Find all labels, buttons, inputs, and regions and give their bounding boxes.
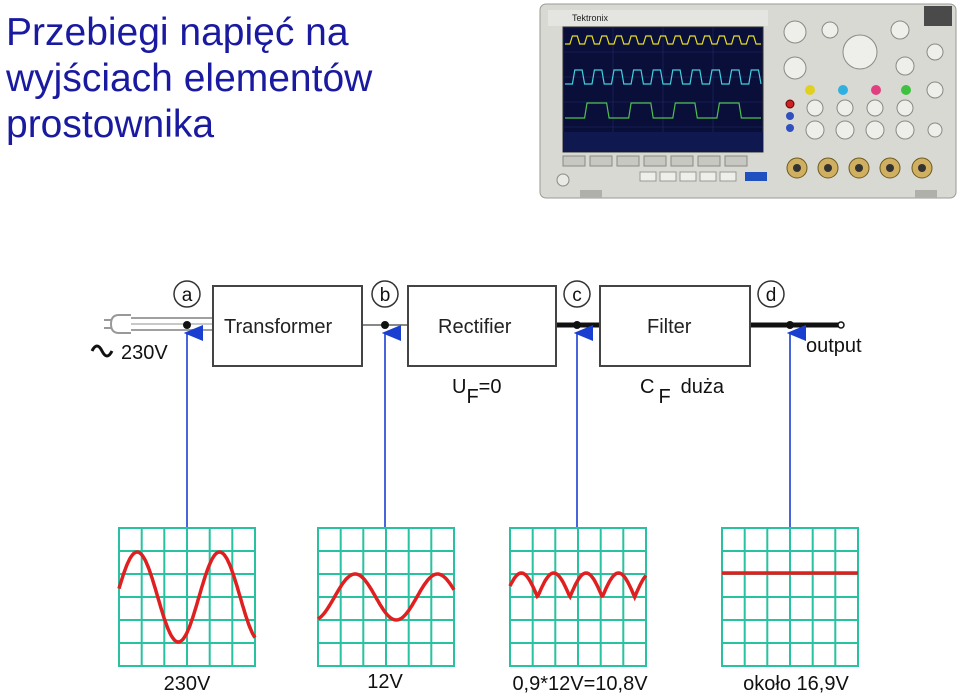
title-line-3: prostownika (6, 103, 215, 146)
waveform-grid-c (508, 527, 648, 667)
rectifier-label: Rectifier (438, 316, 512, 338)
probe-arrows (183, 325, 806, 528)
rectifier-note-sub: F (466, 386, 478, 408)
power-plug-icon (104, 314, 212, 334)
oscilloscope-image: Tektronix (539, 3, 957, 199)
caption-b: 12V (367, 671, 403, 693)
oscilloscope-brand: Tektronix (572, 13, 609, 23)
grid-lines-b (318, 528, 454, 666)
page-title: Przebiegi napięć na wyjściach elementów … (6, 10, 526, 148)
node-b: b (371, 280, 399, 329)
waveform-grid-d (721, 527, 859, 667)
node-a-letter: a (182, 285, 193, 306)
caption-a: 230V (164, 673, 211, 695)
waveform-grid-a (117, 527, 257, 667)
caption-c: 0,9*12V=10,8V (512, 673, 648, 695)
node-d: d (757, 280, 794, 329)
transformer-label: Transformer (224, 316, 333, 338)
node-c-letter: c (572, 285, 582, 306)
waveform-a (117, 550, 257, 644)
waveform-b (317, 572, 456, 622)
node-c: c (563, 280, 591, 329)
rectifier-note-main: U (452, 376, 466, 398)
waveform-c (508, 571, 648, 602)
output-label: output (806, 335, 862, 357)
node-d-letter: d (766, 285, 777, 306)
rectifier-note-rest: =0 (479, 376, 502, 398)
title-line-1: Przebiegi napięć na (6, 11, 349, 54)
grid-lines-a (119, 528, 255, 666)
filter-label: Filter (647, 316, 692, 338)
filter-note-sub: F (658, 386, 670, 408)
output-terminal (837, 321, 845, 329)
title-line-2: wyjściach elementów (6, 57, 373, 100)
caption-d: około 16,9V (743, 673, 849, 695)
rectifier-note: UF=0 (452, 376, 501, 408)
waveform-grid-b (317, 527, 456, 667)
node-b-letter: b (380, 285, 391, 306)
filter-block: Filter (599, 285, 751, 367)
input-voltage-label: 230V (121, 342, 168, 364)
rectifier-block: Rectifier (407, 285, 557, 367)
filter-note-rest: duża (681, 376, 725, 398)
filter-note-main: C (640, 376, 654, 398)
ac-source-icon (90, 344, 114, 358)
node-a: a (173, 280, 201, 329)
transformer-block: Transformer (212, 285, 363, 367)
